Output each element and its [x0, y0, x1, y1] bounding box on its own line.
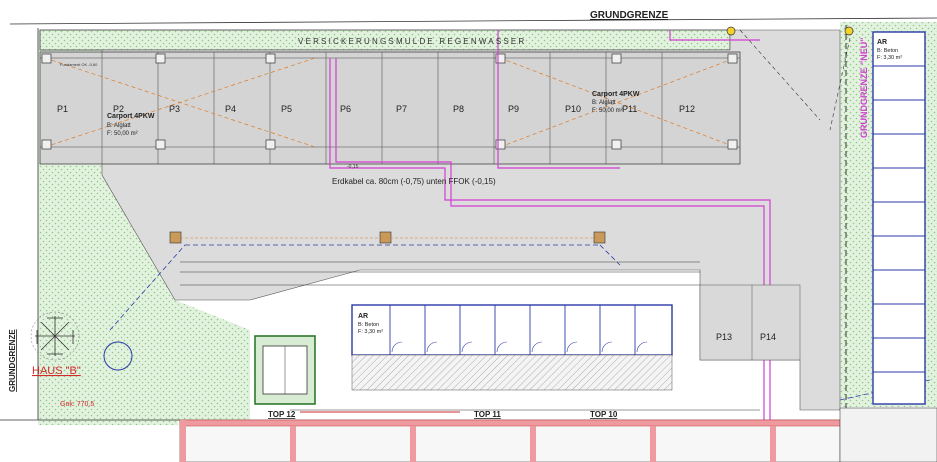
haus-b-label: HAUS "B" [32, 365, 81, 377]
parking-p6: P6 [340, 104, 351, 114]
carport-right-title: Carport 4PKW [592, 91, 640, 98]
entrance-block [254, 335, 316, 405]
drain-points [169, 231, 606, 244]
parking-p9: P9 [508, 104, 519, 114]
ar-storage-column [872, 31, 926, 405]
top12-label: TOP 12 [268, 410, 296, 419]
carport-diagonals [44, 57, 736, 148]
ar-storage-block [351, 304, 673, 356]
ar-left-area: F: 3,30 m² [358, 329, 383, 335]
mulde-label: VERSICKERUNGSMULDE REGENWASSER [298, 37, 526, 46]
erdkabel-label: Erdkabel ca. 80cm (-0,75) unten FFOK (-0… [332, 177, 496, 186]
infiltration-shaft-circle [103, 341, 133, 371]
parking-p11: P11 [622, 104, 637, 114]
tree-symbol-icon [30, 311, 80, 361]
top11-label: TOP 11 [474, 410, 501, 419]
survey-point-icon [726, 26, 854, 36]
parking-p10: P10 [565, 104, 581, 114]
parking-p3: P3 [169, 104, 180, 114]
carport-right-area: F: 50,00 m² [592, 108, 623, 114]
ar-left-material: B: Beton [358, 322, 379, 328]
parking-p7: P7 [396, 104, 407, 114]
parking-p5: P5 [281, 104, 292, 114]
top10-label: TOP 10 [590, 410, 618, 419]
carport-left-area: F: 50,00 m² [107, 131, 138, 137]
carport-left-material: B: Alglatt [107, 123, 131, 129]
fundament-label: Fundament OK -0,60 [60, 62, 98, 67]
ar-right-title: AR [877, 39, 887, 46]
grundgrenze-neu-label: GRUNDGRENZE "NEU" [859, 37, 869, 138]
p13-p14-zone [699, 284, 801, 361]
ar-left-title: AR [358, 313, 368, 320]
ar-right-area: F: 3,30 m² [877, 55, 902, 61]
parking-p8: P8 [453, 104, 464, 114]
level-label: -0,15 [347, 164, 359, 170]
parking-p12: P12 [679, 104, 695, 114]
dimension-lines [180, 261, 760, 411]
hatched-area [351, 354, 673, 391]
text-layer: GRUNDGRENZE VERSICKERUNGSMULDE REGENWASS… [8, 10, 902, 419]
boundary-top [9, 17, 937, 25]
foundation-pads [41, 53, 738, 150]
boundary-diagonals [739, 29, 851, 131]
carport-left-title: Carport 4PKW [107, 113, 155, 120]
carport-right-material: B: Alglatt [592, 100, 616, 106]
grundgrenze-top-label: GRUNDGRENZE [590, 10, 669, 21]
ar-right-material: B: Beton [877, 48, 898, 54]
parking-p14: P14 [760, 332, 776, 342]
parking-p1: P1 [57, 104, 68, 114]
parking-p4: P4 [225, 104, 236, 114]
grundgrenze-left-label: GRUNDGRENZE [8, 329, 17, 392]
parking-p13: P13 [716, 332, 732, 342]
cable-routes [329, 30, 771, 420]
gok-label: Gok: 770,5 [60, 401, 94, 408]
parking-p2: P2 [113, 104, 124, 114]
grass-bottom-left [38, 400, 178, 425]
building-wall [179, 407, 937, 462]
